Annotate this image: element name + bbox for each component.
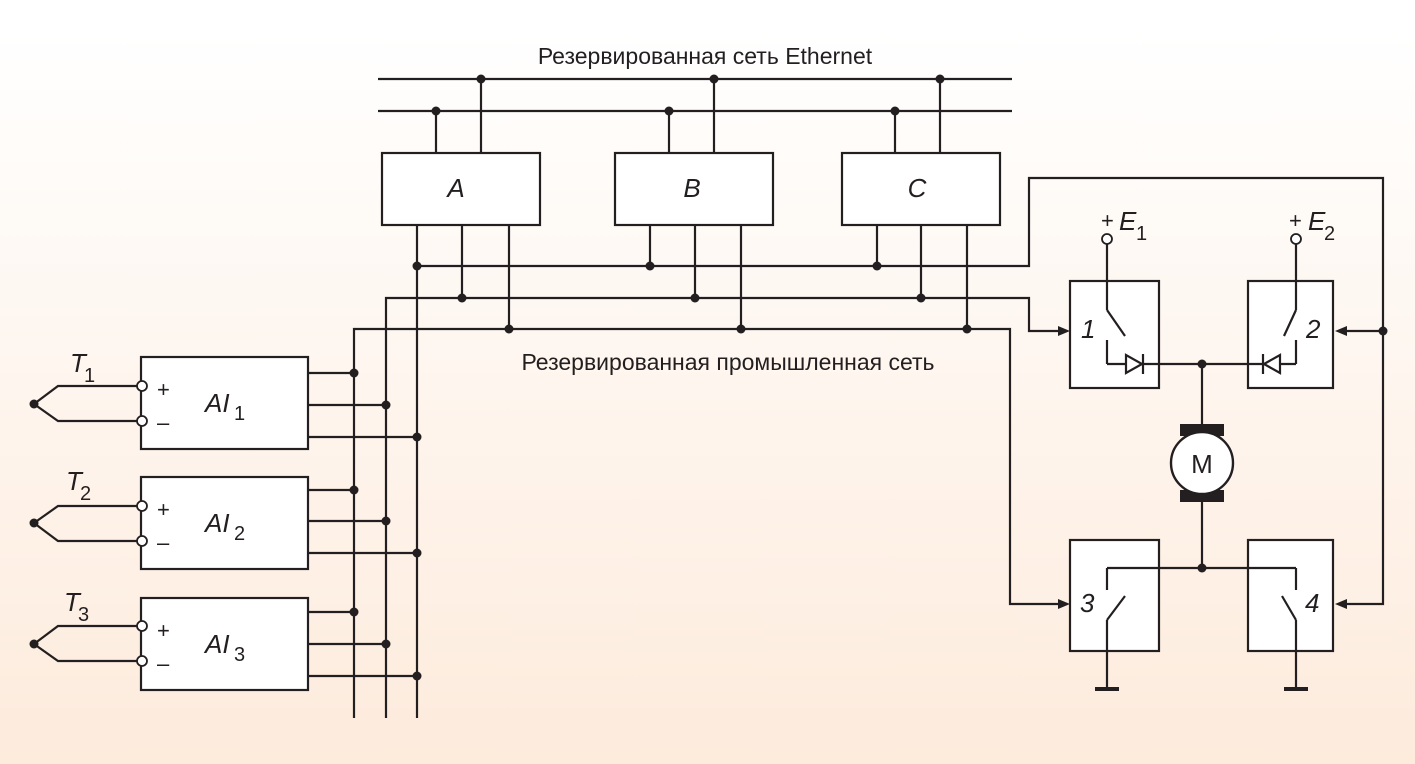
diode-icon (1124, 353, 1145, 375)
controller-b-label: B (683, 173, 700, 203)
controller-b: B (613, 151, 775, 227)
switch-2: 2 (1202, 244, 1335, 390)
motor-label: M (1191, 449, 1213, 479)
switch-3-label: 3 (1080, 588, 1095, 618)
diode-icon (1261, 353, 1282, 375)
terminal-icon (136, 415, 148, 427)
terminal-icon (136, 380, 148, 392)
switch-1-label: 1 (1081, 314, 1095, 344)
t1-label: T (70, 348, 88, 378)
switch-contact-icon (1281, 595, 1297, 621)
e1-sub: 1 (1136, 223, 1147, 245)
analog-input-3: AI 3 + – (139, 596, 422, 692)
svg-text:AI: AI (203, 508, 230, 538)
terminal-icon (136, 655, 148, 667)
ai3-minus: – (157, 651, 170, 676)
switch-contact-icon (1283, 309, 1297, 337)
t3-label: T (64, 587, 82, 617)
t2-sub: 2 (80, 483, 91, 505)
switch-2-label: 2 (1305, 314, 1321, 344)
switch-3: 3 (1068, 538, 1202, 691)
motor-icon (1169, 430, 1235, 496)
t1-sub: 1 (84, 365, 95, 387)
t2-label: T (66, 466, 84, 496)
controller-a: A (380, 151, 542, 227)
e2-label: E (1308, 206, 1326, 236)
ai2-plus: + (157, 497, 170, 522)
ai3-sub: 3 (234, 644, 245, 666)
t3-sub: 3 (78, 604, 89, 626)
supply-e2: + E 2 (1289, 206, 1335, 245)
switch-4-label: 4 (1305, 588, 1319, 618)
ai2-sub: 2 (234, 523, 245, 545)
background-top-strip (0, 0, 1415, 30)
switch-contact-icon (1106, 595, 1126, 621)
analog-input-1: AI 1 + – (139, 355, 422, 451)
terminal-icon (1101, 233, 1113, 245)
terminal-icon (136, 500, 148, 512)
svg-text:AI: AI (203, 629, 230, 659)
ai3-label: AI (203, 629, 230, 659)
svg-text:AI: AI (203, 388, 230, 418)
fieldbus-label: Резервированная промышленная сеть (521, 349, 934, 375)
ai1-label: AI (203, 388, 230, 418)
controller-a-label: A (445, 173, 464, 203)
ethernet-network: Резервированная сеть Ethernet (378, 43, 1012, 153)
switch-1: 1 (1068, 244, 1202, 390)
terminal-icon (1290, 233, 1302, 245)
analog-input-2: AI 2 + – (139, 475, 422, 571)
terminal-icon (136, 535, 148, 547)
thermocouple-3: T 3 (29, 587, 148, 667)
ai2-label: AI (203, 508, 230, 538)
e1-label: E (1119, 206, 1137, 236)
ai1-sub: 1 (234, 403, 245, 425)
fieldbus-line-3 (352, 327, 1062, 718)
controller-c-label: C (908, 173, 927, 203)
ai1-minus: – (157, 410, 170, 435)
e2-sub: 2 (1324, 223, 1335, 245)
thermocouple-1: T 1 (29, 348, 148, 427)
motor: M (1169, 359, 1235, 573)
ethernet-label: Резервированная сеть Ethernet (538, 43, 873, 69)
controller-c: C (840, 151, 1002, 227)
ai2-minus: – (157, 530, 170, 555)
ai3-plus: + (157, 618, 170, 643)
e2-sign: + (1289, 208, 1302, 233)
terminal-icon (136, 620, 148, 632)
fieldbus-network: Резервированная промышленная сеть (352, 176, 1388, 718)
ai1-plus: + (157, 377, 170, 402)
switch-contact-icon (1106, 309, 1126, 337)
thermocouple-2: T 2 (29, 466, 148, 547)
switch-4: 4 (1202, 538, 1335, 691)
e1-sign: + (1101, 208, 1114, 233)
